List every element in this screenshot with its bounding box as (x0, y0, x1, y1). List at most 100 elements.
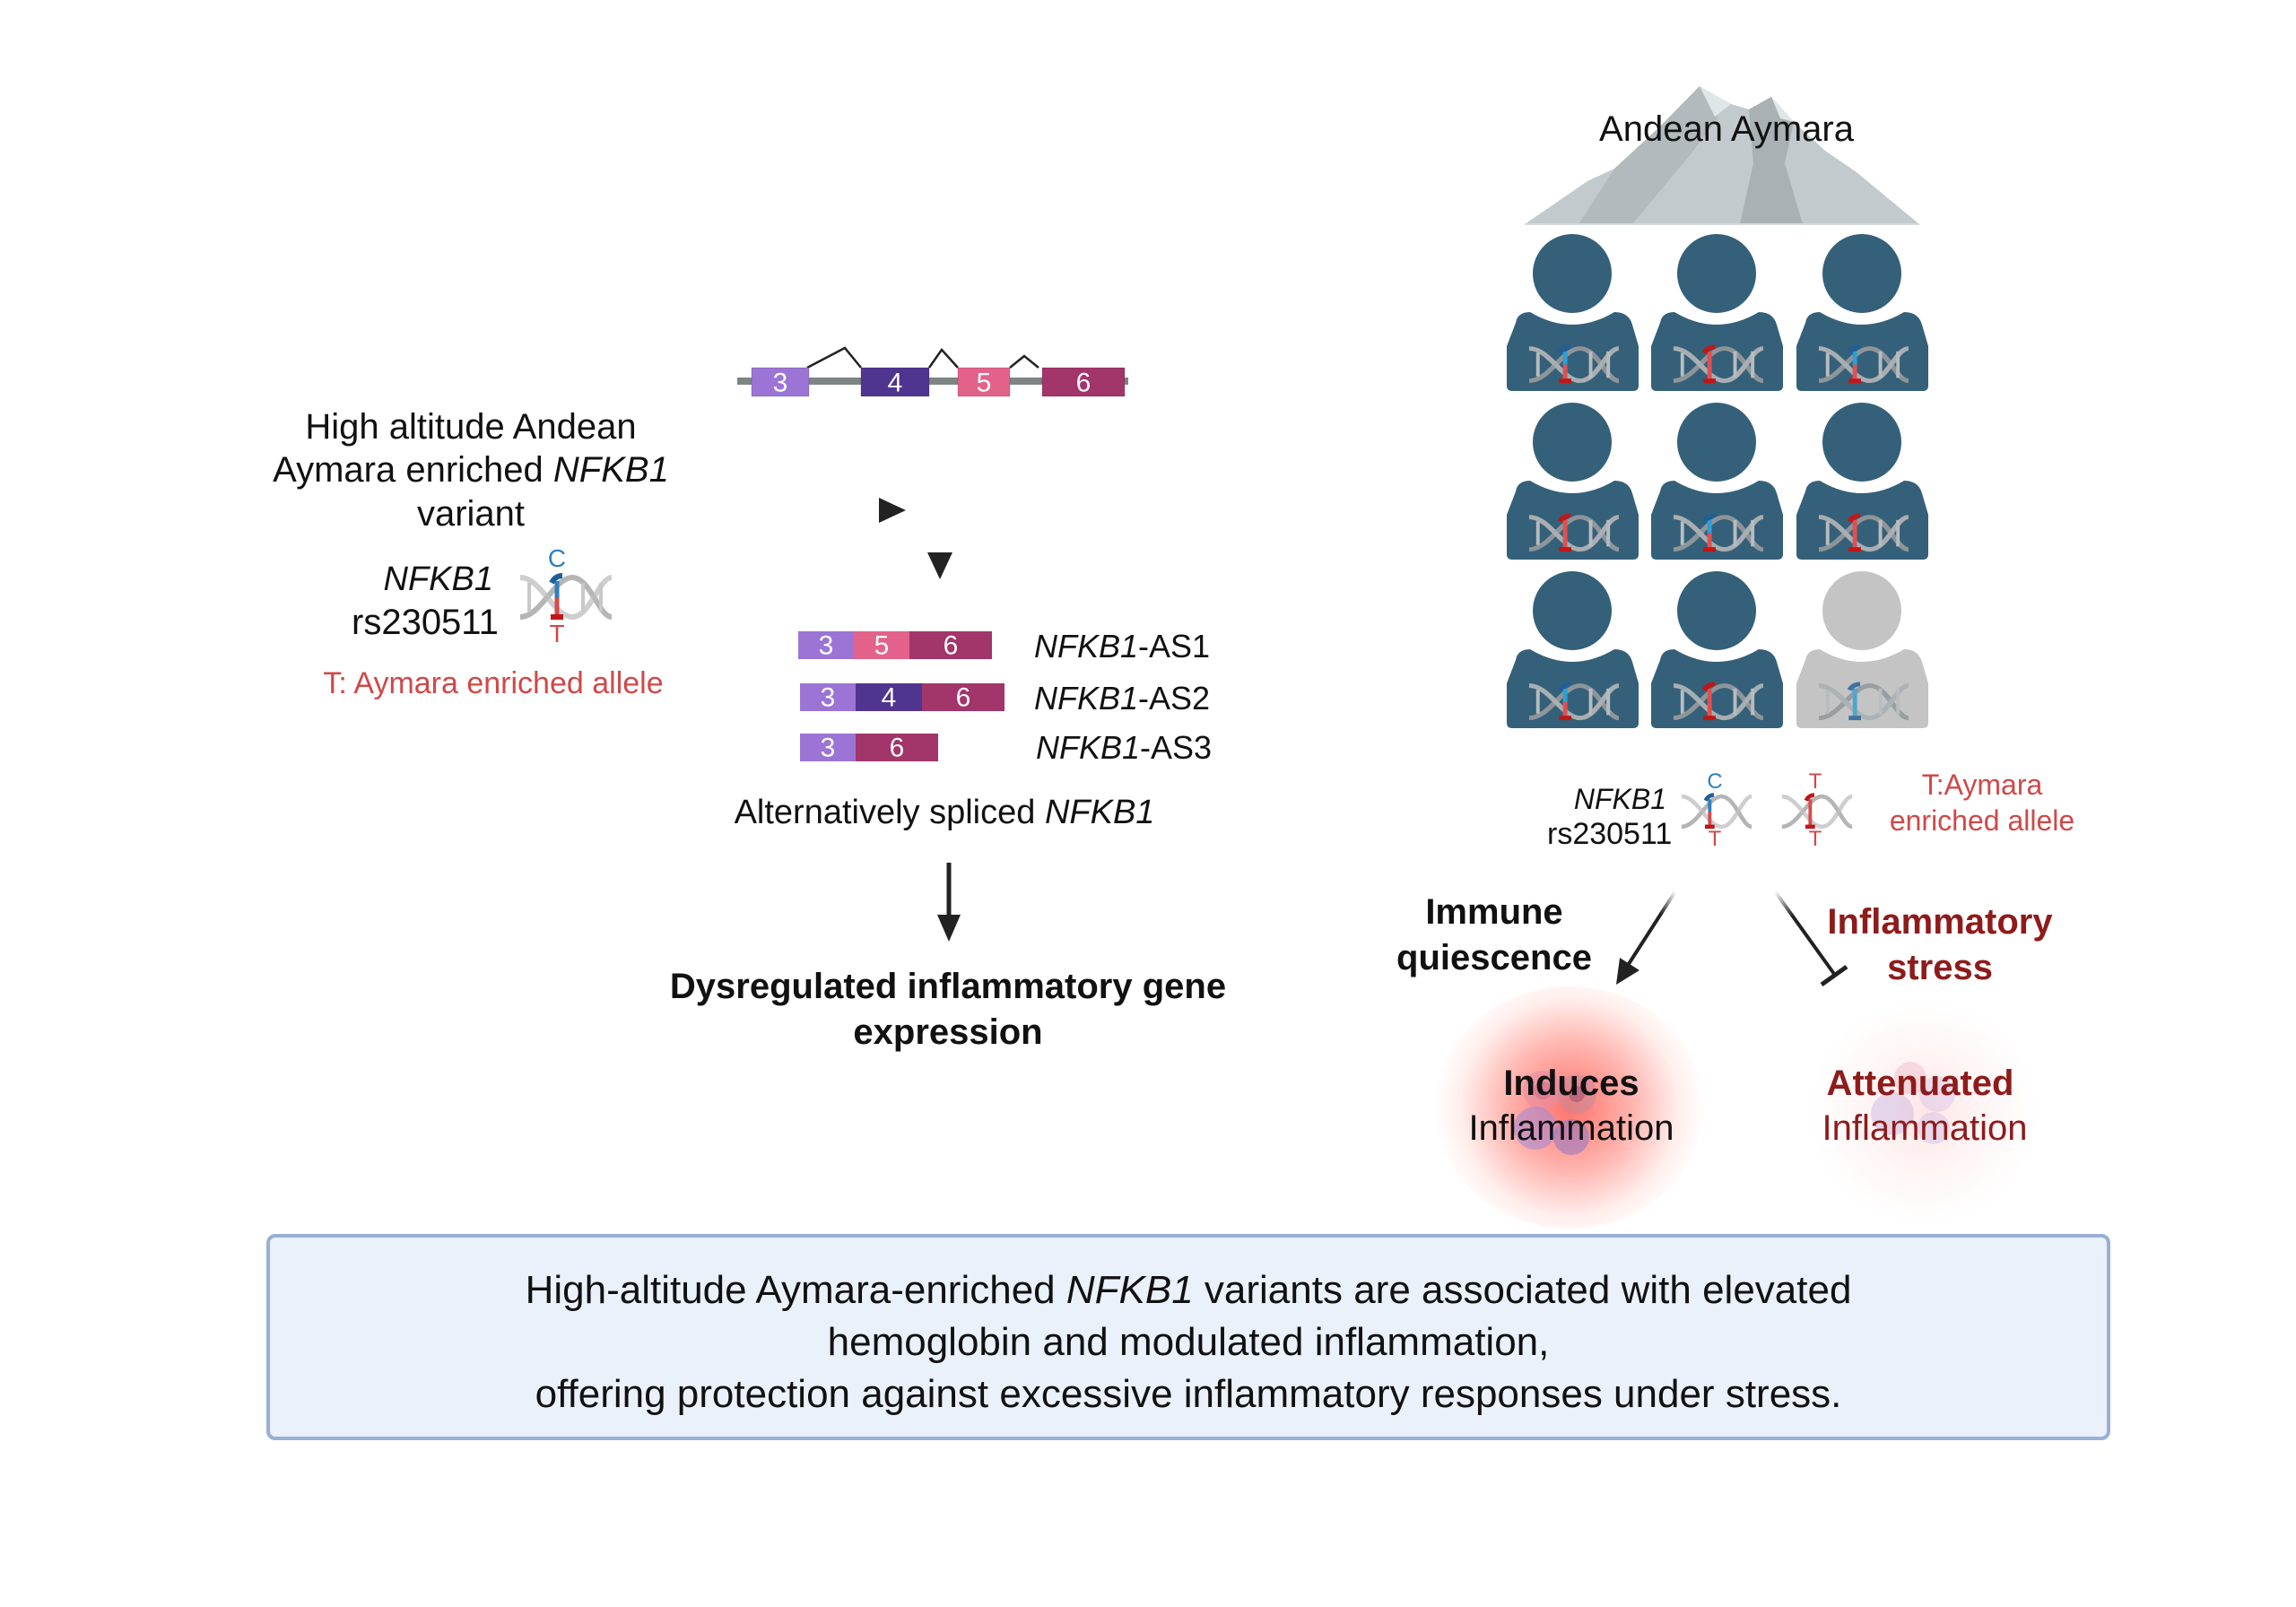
allele-t-label: T (549, 620, 565, 647)
induces-inflammation-label: Inflammation (1468, 1108, 1674, 1148)
variant-heading-text: Aymara enriched (273, 450, 553, 490)
transcript-label-as2: NFKB1-AS2 (1034, 679, 1210, 717)
variant-heading-line-3: variant (416, 494, 526, 534)
transcript-bar-2: 3 4 6 (800, 683, 1004, 713)
transcript-exon-number: 6 (890, 734, 905, 763)
transcript-exon-number: 6 (956, 683, 971, 713)
transcript-exon-number: 5 (874, 631, 890, 661)
immune-cells-faded-icon (1871, 1062, 1955, 1144)
variant-heading-gene: NFKB1 (552, 450, 669, 490)
transcript-exon-6 (856, 734, 938, 761)
caption-gene: NFKB1 (1044, 794, 1155, 831)
transcript-exon-3 (800, 734, 856, 761)
summary-line-2: hemoglobin and modulated inflammation, (827, 1320, 1550, 1364)
caption-text: Alternatively spliced (734, 794, 1045, 831)
inflammatory-stress-line-1: Inflammatory (1827, 902, 2053, 942)
exon-3: 3 (751, 367, 810, 398)
snp-gene-label: NFKB1 (383, 560, 493, 598)
immune-quiescence-line-2: quiescence (1396, 938, 1592, 977)
transcript-exon-5 (854, 631, 909, 659)
outcome-left-line-2: expression (853, 1012, 1043, 1052)
exon-5: 5 (957, 367, 1011, 398)
allele-c-label: C (547, 544, 567, 572)
immune-cells-icon (1514, 1071, 1596, 1155)
legend-note-line-2: enriched allele (1889, 804, 2075, 837)
person-icon-ct (1796, 234, 1928, 391)
transcript-exon-number: 3 (819, 631, 834, 661)
outcome-left-line-1: Dysregulated inflammatory gene (669, 967, 1227, 1006)
transcript-exon-4 (856, 683, 922, 711)
person-icon-cc (1796, 571, 1928, 728)
transcript-exon-6 (922, 683, 1004, 711)
legend-het-top-allele: C (1707, 769, 1723, 794)
dna-homozygous-icon (1781, 793, 1853, 830)
person-icon-ct (1651, 403, 1783, 560)
person-icon-tt (1651, 234, 1783, 391)
transcript-exon-3 (800, 683, 856, 711)
summary-line-1: High-altitude Aymara-enriched NFKB1 vari… (270, 1264, 2107, 1316)
snp-id-label: rs230511 (352, 603, 499, 642)
transcript-exon-number: 6 (944, 631, 959, 661)
person-icon-tt (1507, 403, 1639, 560)
arrow-down-icon (927, 439, 952, 579)
transcript-bar-1: 3 5 6 (798, 631, 992, 661)
person-icon-ct (1507, 234, 1639, 391)
induces-label: Induces (1503, 1064, 1639, 1103)
transcript-suffix: -AS1 (1138, 628, 1211, 665)
legend-gene-label: NFKB1 (1573, 783, 1666, 815)
arrow-right-icon (731, 498, 906, 523)
summary-gene: NFKB1 (1065, 1268, 1194, 1312)
transcript-gene: NFKB1 (1036, 729, 1141, 766)
variant-heading-line-2: Aymara enriched NFKB1 (273, 448, 669, 491)
transcript-suffix: -AS2 (1138, 680, 1211, 717)
summary-line-1-suffix: variants are associated with elevated (1193, 1268, 1852, 1312)
exon-number: 4 (888, 369, 903, 398)
population-title: Andean Aymara (1599, 109, 1854, 149)
arrow-activation-icon (1616, 890, 1677, 985)
transcript-exon-6 (909, 631, 992, 659)
transcript-exon-number: 3 (821, 683, 836, 713)
splice-junction-3-4 (806, 346, 862, 369)
attenuated-label: Attenuated (1826, 1064, 2014, 1103)
summary-text: High-altitude Aymara-enriched NFKB1 vari… (270, 1264, 2107, 1420)
immune-quiescence-line-1: Immune (1425, 892, 1563, 932)
transcript-exon-number: 4 (882, 683, 897, 713)
allele-note: T: Aymara enriched allele (323, 666, 664, 700)
legend-hom-top-allele: T (1808, 769, 1822, 794)
transcripts-caption: Alternatively spliced NFKB1 (735, 793, 1155, 834)
exon-number: 6 (1076, 369, 1091, 398)
legend-note-line-1: T:Aymara (1921, 769, 2043, 801)
transcript-gene: NFKB1 (1034, 680, 1139, 717)
arrow-down-icon (937, 863, 961, 942)
person-icon-ct (1507, 571, 1639, 728)
exon-number: 5 (977, 369, 992, 398)
transcript-suffix: -AS3 (1140, 729, 1213, 766)
arrow-inhibition-icon (1773, 890, 1848, 987)
legend-snp-label: rs230511 (1547, 817, 1673, 851)
transcript-exon-number: 3 (821, 734, 836, 763)
exon-number: 3 (773, 369, 788, 398)
transcript-label-as3: NFKB1-AS3 (1036, 728, 1212, 767)
legend-het-bottom-allele: T (1708, 827, 1722, 851)
mountain-icon (1525, 86, 1919, 225)
summary-line-1-prefix: High-altitude Aymara-enriched (525, 1268, 1066, 1312)
variant-heading-line-1: High altitude Andean (305, 407, 637, 447)
summary-line-3: offering protection against excessive in… (535, 1372, 1842, 1416)
dna-heterozygous-icon (1681, 793, 1752, 830)
splice-junction-4-5 (927, 347, 959, 369)
transcript-gene: NFKB1 (1034, 628, 1139, 665)
exon-4: 4 (860, 367, 930, 398)
attenuated-glow (1803, 1004, 2045, 1220)
inflammatory-stress-line-2: stress (1887, 948, 1993, 987)
gene-structure-diagram: 3 4 5 6 (737, 346, 1128, 398)
dna-helix-icon (519, 573, 613, 621)
person-icon-tt (1651, 571, 1783, 728)
transcript-exon-3 (798, 631, 854, 659)
splice-junction-5-6 (1009, 354, 1039, 369)
exon-6: 6 (1041, 367, 1126, 398)
transcript-label-as1: NFKB1-AS1 (1034, 627, 1210, 665)
person-icon-tt (1796, 403, 1928, 560)
legend-hom-bottom-allele: T (1808, 827, 1822, 851)
